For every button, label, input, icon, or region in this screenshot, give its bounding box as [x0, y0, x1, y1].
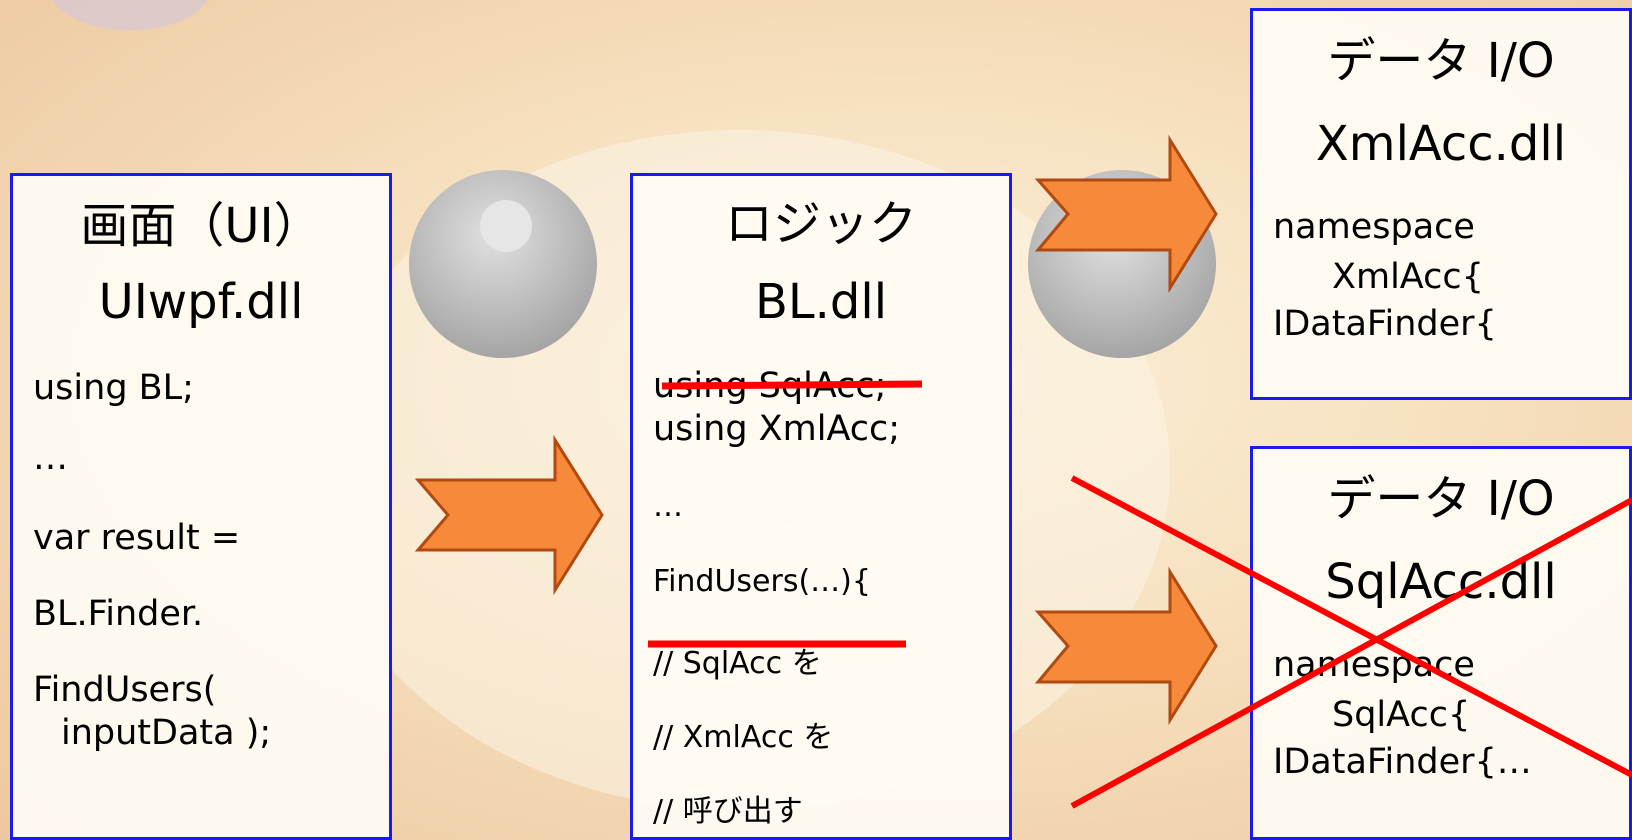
logic-code-line-1: using SqlAcc;	[653, 366, 887, 406]
logic-layer-box: ロジック BL.dll using SqlAcc; using XmlAcc; …	[630, 173, 1012, 840]
logic-code-line-4: FindUsers(…){	[653, 564, 871, 599]
xml-code-line-2: XmlAcc{	[1332, 257, 1484, 297]
sql-code-line-2: SqlAcc{	[1332, 695, 1471, 735]
ui-code-line-1: using BL;	[33, 368, 194, 408]
logic-code-line-2: using XmlAcc;	[653, 409, 901, 449]
sql-code-line-1: namespace	[1273, 645, 1475, 685]
ui-box-title: 画面（UI）	[80, 198, 322, 254]
logic-box-dll: BL.dll	[754, 274, 888, 330]
logic-code-line-6: // XmlAcc を	[653, 720, 834, 755]
sql-data-io-box: データ I/O SqlAcc.dll namespace SqlAcc{ IDa…	[1250, 446, 1632, 840]
ui-box-dll: UIwpf.dll	[98, 274, 304, 330]
ui-code-line-4: BL.Finder.	[33, 594, 204, 634]
xml-box-dll: XmlAcc.dll	[1315, 116, 1567, 172]
sql-box-dll: SqlAcc.dll	[1325, 554, 1557, 610]
xml-box-title: データ I/O	[1327, 33, 1555, 89]
logic-code-line-3: …	[653, 489, 683, 524]
ui-code-line-3: var result =	[33, 518, 241, 558]
xml-data-io-box: データ I/O XmlAcc.dll namespace XmlAcc{ IDa…	[1250, 8, 1632, 400]
logic-box-title: ロジック	[724, 196, 917, 252]
sql-code-line-3: IDataFinder{…	[1273, 742, 1532, 782]
ui-code-line-6: inputData );	[61, 713, 272, 753]
ui-code-line-5: FindUsers(	[33, 670, 217, 710]
xml-code-line-1: namespace	[1273, 207, 1475, 247]
ui-code-line-2: …	[33, 438, 68, 478]
logic-code-line-5: // SqlAcc を	[653, 646, 822, 681]
xml-code-line-3: IDataFinder{	[1273, 304, 1497, 344]
sql-box-title: データ I/O	[1327, 471, 1555, 527]
ui-layer-box: 画面（UI） UIwpf.dll using BL; … var result …	[10, 173, 392, 840]
logic-code-line-7: // 呼び出す	[653, 794, 803, 829]
